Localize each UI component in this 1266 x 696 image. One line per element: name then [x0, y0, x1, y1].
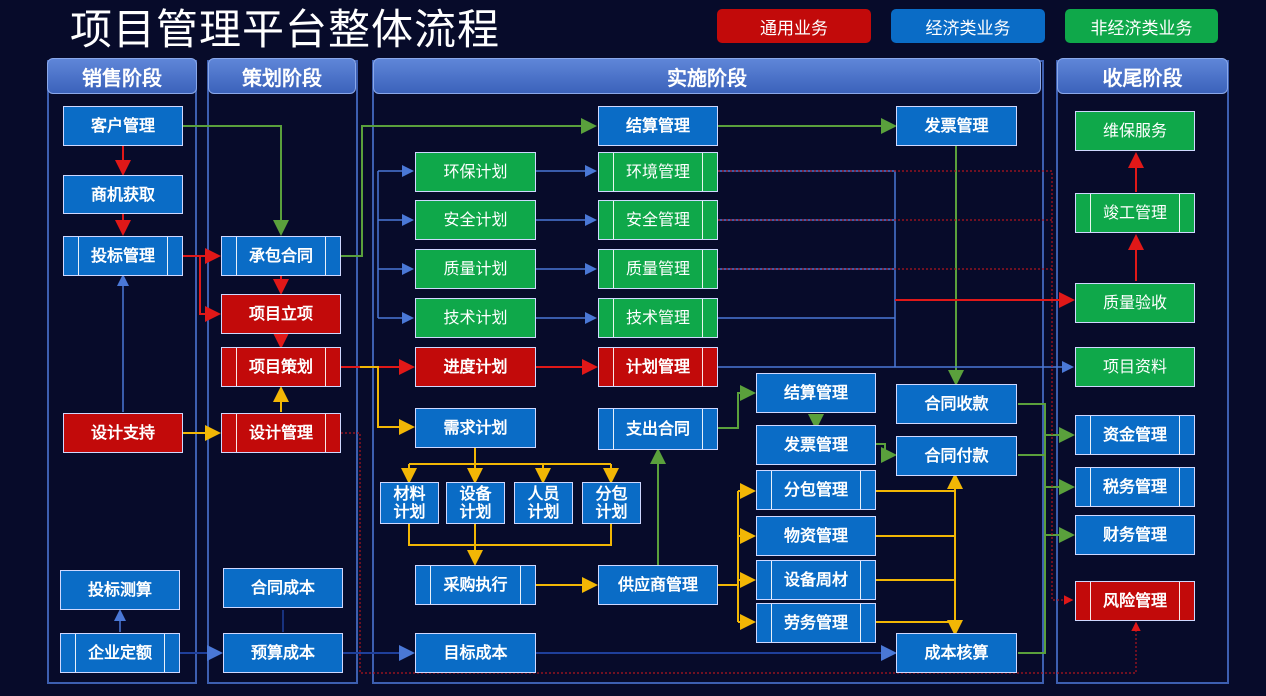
bidding-mgmt-node[interactable]: 投标管理: [63, 236, 183, 276]
completion-node[interactable]: 竣工管理: [1075, 193, 1195, 233]
demand-plan-node[interactable]: 需求计划: [415, 408, 536, 448]
material-plan-node[interactable]: 材料 计划: [380, 482, 439, 524]
subcontract-plan-node[interactable]: 分包 计划: [582, 482, 641, 524]
expense-contract-node[interactable]: 支出合同: [598, 408, 718, 450]
quality-plan-node[interactable]: 质量计划: [415, 249, 536, 289]
maintenance-node[interactable]: 维保服务: [1075, 111, 1195, 151]
budget-cost-node[interactable]: 预算成本: [223, 633, 343, 673]
plan-mgmt-node[interactable]: 计划管理: [598, 347, 718, 387]
project-setup-node[interactable]: 项目立项: [221, 294, 341, 334]
contract-node[interactable]: 承包合同: [221, 236, 341, 276]
contract-cost-node[interactable]: 合同成本: [223, 568, 343, 608]
design-mgmt-node[interactable]: 设计管理: [221, 413, 341, 453]
schedule-plan-node[interactable]: 进度计划: [415, 347, 536, 387]
customer-mgmt-node[interactable]: 客户管理: [63, 106, 183, 146]
subcontract-mgmt-node[interactable]: 分包管理: [756, 470, 876, 510]
project-planning-node[interactable]: 项目策划: [221, 347, 341, 387]
risk-mgmt-node[interactable]: 风险管理: [1075, 581, 1195, 621]
project-docs-node[interactable]: 项目资料: [1075, 347, 1195, 387]
cost-accounting-node[interactable]: 成本核算: [896, 633, 1017, 673]
tax-mgmt-node[interactable]: 税务管理: [1075, 467, 1195, 507]
phase-header-planning: 策划阶段: [208, 58, 356, 94]
legend-economic: 经济类业务: [891, 9, 1045, 43]
safety-plan-node[interactable]: 安全计划: [415, 200, 536, 240]
contract-receipt-node[interactable]: 合同收款: [896, 384, 1017, 424]
contract-payment-node[interactable]: 合同付款: [896, 436, 1017, 476]
safety-mgmt-node[interactable]: 安全管理: [598, 200, 718, 240]
env-plan-node[interactable]: 环保计划: [415, 152, 536, 192]
phase-header-implementation: 实施阶段: [373, 58, 1041, 94]
fund-mgmt-node[interactable]: 资金管理: [1075, 415, 1195, 455]
supplier-mgmt-node[interactable]: 供应商管理: [598, 565, 718, 605]
settlement-top-node[interactable]: 结算管理: [598, 106, 718, 146]
personnel-plan-node[interactable]: 人员 计划: [514, 482, 573, 524]
target-cost-node[interactable]: 目标成本: [415, 633, 536, 673]
phase-header-closing: 收尾阶段: [1057, 58, 1228, 94]
page-title: 项目管理平台整体流程: [70, 5, 501, 54]
tech-plan-node[interactable]: 技术计划: [415, 298, 536, 338]
opportunity-node[interactable]: 商机获取: [63, 175, 183, 214]
enterprise-quota-node[interactable]: 企业定额: [60, 633, 180, 673]
design-support-node[interactable]: 设计支持: [63, 413, 183, 453]
legend-non-economic: 非经济类业务: [1065, 9, 1218, 43]
labor-mgmt-node[interactable]: 劳务管理: [756, 603, 876, 643]
material-mgmt-node[interactable]: 物资管理: [756, 516, 876, 556]
invoice-top-node[interactable]: 发票管理: [896, 106, 1017, 146]
env-mgmt-node[interactable]: 环境管理: [598, 152, 718, 192]
quality-mgmt-node[interactable]: 质量管理: [598, 249, 718, 289]
invoice-mid-node[interactable]: 发票管理: [756, 425, 876, 465]
equipment-plan-node[interactable]: 设备 计划: [446, 482, 505, 524]
bid-estimate-node[interactable]: 投标测算: [60, 570, 180, 610]
phase-header-sales: 销售阶段: [47, 58, 197, 94]
equipment-lease-node[interactable]: 设备周材: [756, 560, 876, 600]
quality-accept-node[interactable]: 质量验收: [1075, 283, 1195, 323]
legend-general: 通用业务: [717, 9, 871, 43]
finance-mgmt-node[interactable]: 财务管理: [1075, 515, 1195, 555]
procurement-node[interactable]: 采购执行: [415, 565, 536, 605]
settlement-mid-node[interactable]: 结算管理: [756, 373, 876, 413]
tech-mgmt-node[interactable]: 技术管理: [598, 298, 718, 338]
